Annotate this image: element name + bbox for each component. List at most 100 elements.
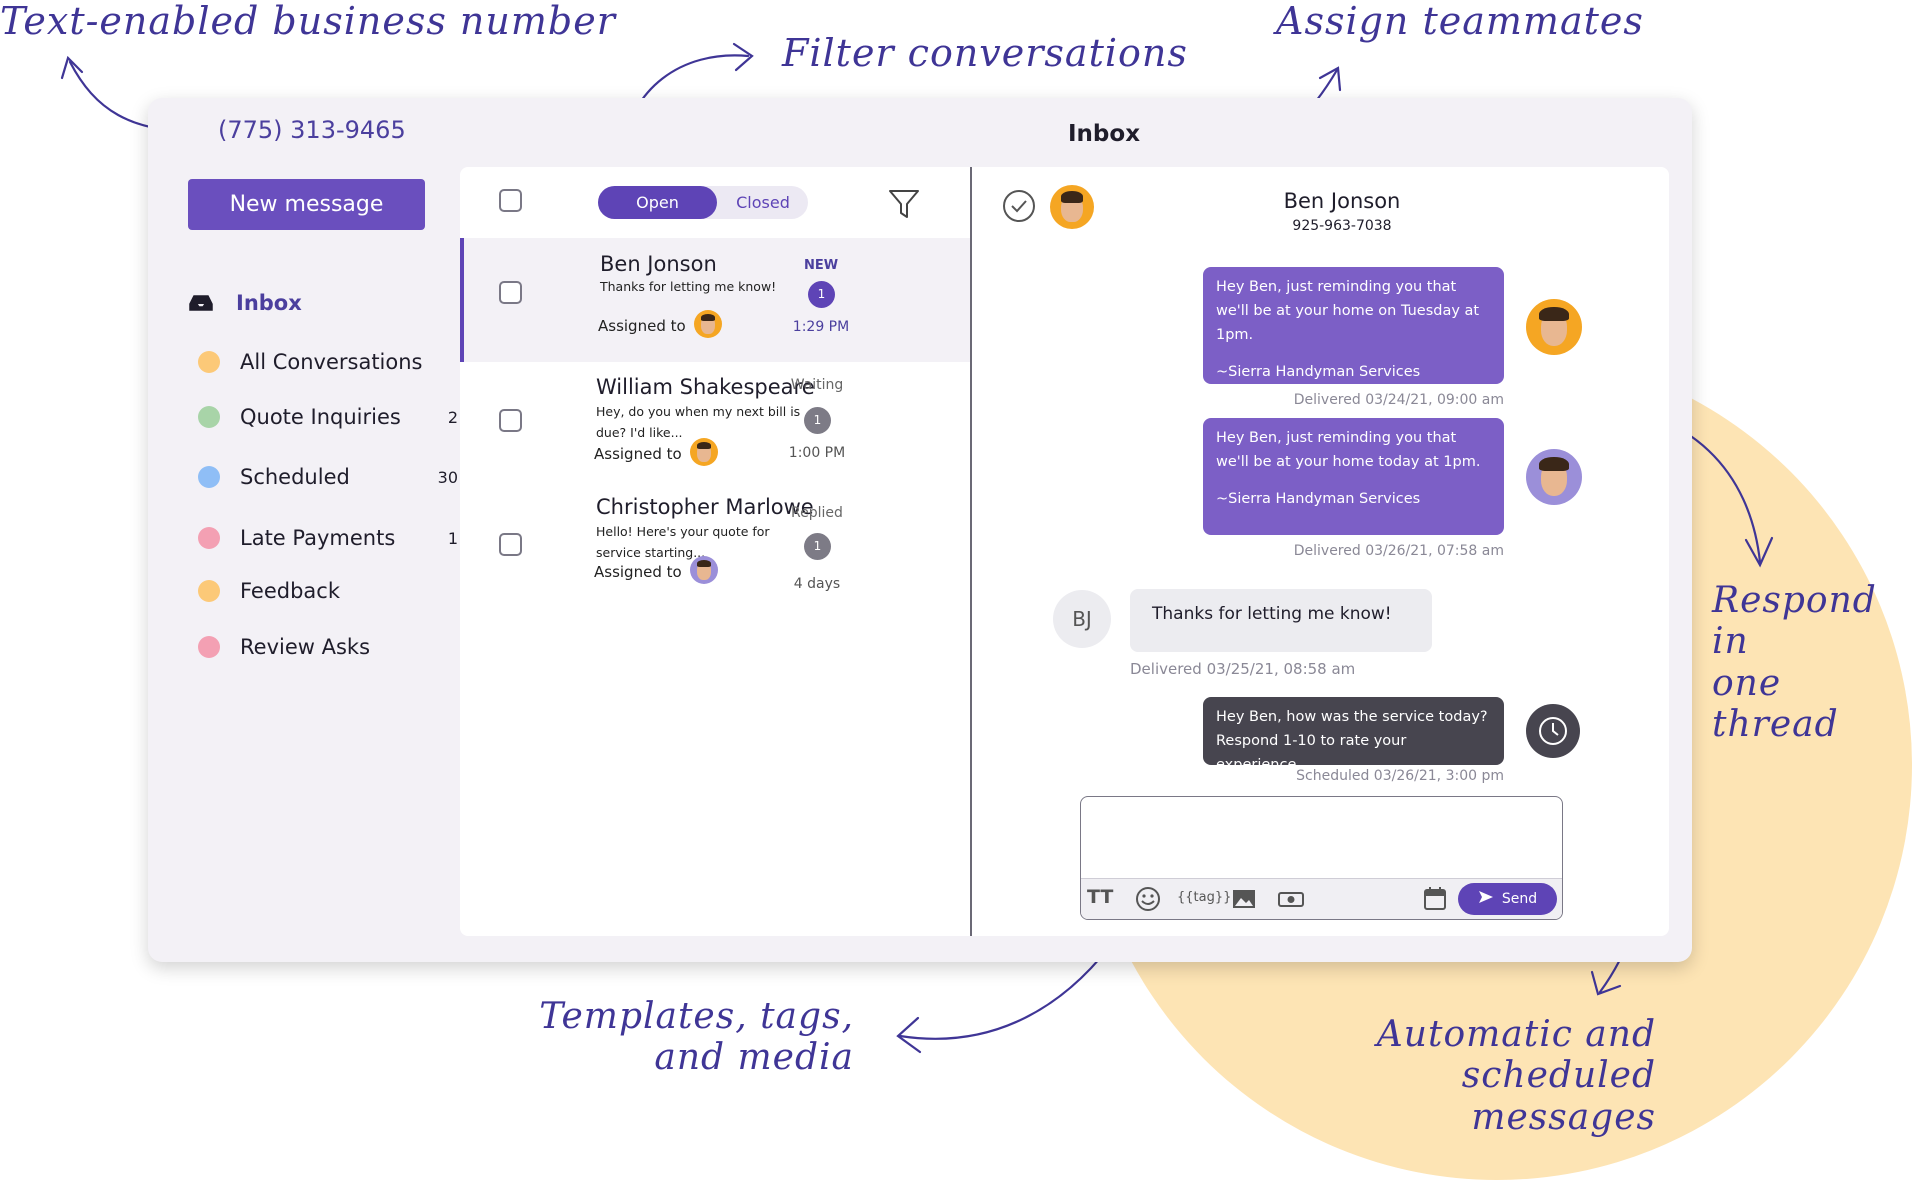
outgoing-message: Hey Ben, just reminding you that we'll b… [1203,267,1504,384]
sidebar-item-all-conversations[interactable]: All Conversations [188,345,458,379]
tab-open[interactable]: Open [598,186,717,219]
status-dot [198,406,220,428]
clock-icon [1539,717,1567,745]
incoming-message: Thanks for letting me know! [1130,589,1432,652]
conversation-list-panel: Open Closed Ben Jonson Thanks for lettin… [460,167,970,936]
status-dot [198,466,220,488]
inbox-tray-icon [189,295,213,311]
sidebar-item-label: All Conversations [240,350,423,374]
message-snippet: Hey, do you when my next bill is due? I'… [596,404,801,440]
annotation-business-number: Text-enabled business number [0,0,616,43]
assigned-label: Assigned to [598,317,686,335]
message-text: Hey Ben, just reminding you that we'll b… [1216,279,1480,343]
sender-avatar [1526,449,1582,505]
money-icon[interactable] [1277,886,1305,912]
new-message-button[interactable]: New message [188,179,425,230]
annotation-automatic: Automatic and scheduled messages [1376,1014,1656,1138]
message-signature: ~Sierra Handyman Services [1216,491,1421,507]
conversation-thread-panel: Ben Jonson 925-963-7038 Hey Ben, just re… [972,167,1669,936]
message-text: Hey Ben, just reminding you that we'll b… [1216,430,1481,470]
send-icon [1478,890,1494,908]
emoji-icon[interactable] [1135,886,1161,912]
message-composer[interactable]: TT {{tag}} Send [1080,796,1563,920]
assignee-avatar[interactable] [1050,185,1094,229]
annotation-respond: Respond in one thread [1712,580,1877,746]
conversation-row[interactable]: William Shakespeare Hey, do you when my … [460,365,970,487]
assignee-avatar[interactable] [694,310,722,338]
sidebar-item-quote-inquiries[interactable]: Quote Inquiries 2 [188,400,458,434]
unread-badge: 1 [804,533,831,560]
message-status: Delivered 03/25/21, 08:58 am [1130,660,1356,678]
open-closed-toggle: Open Closed [598,186,808,219]
assigned-label: Assigned to [594,445,682,463]
scheduled-clock-badge [1526,704,1580,758]
send-button[interactable]: Send [1458,883,1557,915]
annotation-filter: Filter conversations [782,31,1188,75]
message-snippet: Thanks for letting me know! [600,279,777,294]
check-circle-icon[interactable] [1002,189,1036,223]
send-label: Send [1501,891,1538,907]
sidebar-item-scheduled[interactable]: Scheduled 30 [188,460,458,494]
message-time: 1:00 PM [788,445,846,461]
message-status: Delivered 03/26/21, 07:58 am [1293,543,1504,559]
status-dot [198,527,220,549]
row-checkbox[interactable] [499,533,522,556]
tab-closed[interactable]: Closed [718,186,808,219]
filter-funnel-icon[interactable] [887,187,921,221]
status-dot [198,580,220,602]
unread-badge: 1 [808,281,835,308]
business-phone-number: (775) 313-9465 [218,116,406,144]
scheduled-message: Hey Ben, how was the service today? Resp… [1203,697,1504,773]
message-time: 1:29 PM [792,319,850,335]
unread-badge: 1 [804,407,831,434]
contact-name: William Shakespeare [596,375,815,399]
assigned-label: Assigned to [594,563,682,581]
sidebar-item-label: Scheduled [240,465,350,489]
assignee-avatar[interactable] [690,556,718,584]
sidebar-item-review-asks[interactable]: Review Asks [188,630,458,664]
sidebar-item-label: Feedback [240,579,341,603]
sidebar-item-label: Review Asks [240,635,371,659]
contact-name: Christopher Marlowe [596,495,814,519]
sender-avatar [1526,299,1582,355]
calendar-icon[interactable] [1423,886,1447,912]
sidebar-item-feedback[interactable]: Feedback [188,574,458,608]
page-title: Inbox [1068,121,1141,147]
annotation-templates: Templates, tags, and media [539,996,854,1079]
thread-contact-phone: 925-963-7038 [1292,218,1392,234]
message-snippet: Hello! Here's your quote for service sta… [596,524,770,560]
status-label: Replied [791,505,843,521]
message-status: Delivered 03/24/21, 09:00 am [1293,392,1504,408]
sidebar-item-label: Inbox [236,291,302,315]
message-signature: ~Sierra Handyman Services [1216,364,1421,380]
sidebar-item-count: 30 [437,467,458,487]
sidebar-item-count: 1 [447,528,458,548]
sidebar-item-late-payments[interactable]: Late Payments 1 [188,521,458,555]
text-size-icon[interactable]: TT [1087,886,1114,908]
panel-divider [970,167,972,936]
conversation-row[interactable]: Christopher Marlowe Hello! Here's your q… [460,487,970,609]
image-icon[interactable] [1231,886,1257,912]
row-checkbox[interactable] [499,281,522,304]
status-dot [198,351,220,373]
tag-insert-button[interactable]: {{tag}} [1177,890,1232,905]
sidebar-item-label: Quote Inquiries [240,405,401,429]
status-label: Waiting [790,377,844,393]
contact-name: Ben Jonson [600,252,717,276]
message-status: Scheduled 03/26/21, 3:00 pm [1296,768,1504,784]
select-all-checkbox[interactable] [499,189,522,212]
sidebar-item-label: Late Payments [240,526,396,550]
sidebar-item-count: 2 [447,407,458,427]
status-dot [198,636,220,658]
assignee-avatar[interactable] [690,438,718,466]
outgoing-message: Hey Ben, just reminding you that we'll b… [1203,418,1504,535]
composer-toolbar: TT {{tag}} Send [1081,878,1562,919]
sidebar-item-inbox[interactable]: Inbox [188,286,458,320]
row-checkbox[interactable] [499,409,522,432]
contact-initials-avatar: BJ [1053,590,1111,648]
conversation-row[interactable]: Ben Jonson Thanks for letting me know! A… [460,238,970,362]
status-label: NEW [803,258,839,273]
annotation-assign: Assign teammates [1276,0,1644,43]
thread-contact-name: Ben Jonson [1283,189,1401,213]
message-time: 4 days [793,576,841,592]
